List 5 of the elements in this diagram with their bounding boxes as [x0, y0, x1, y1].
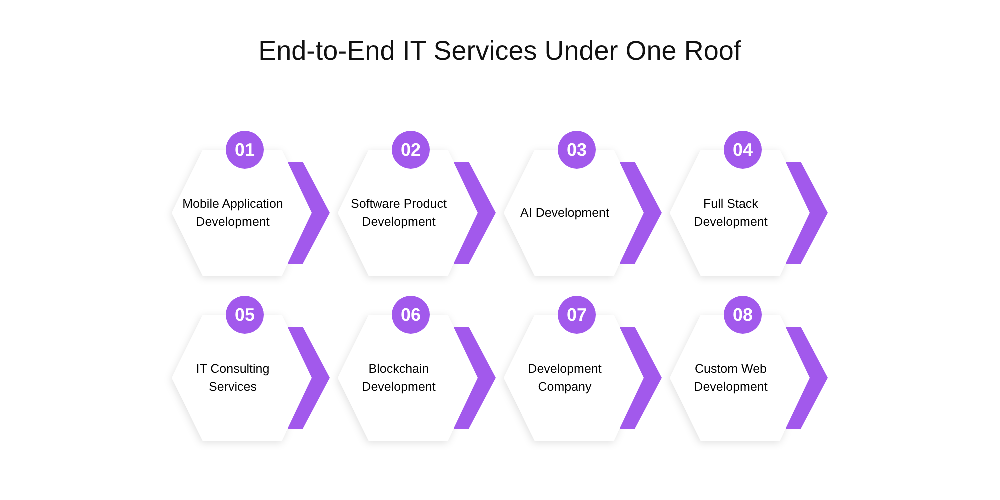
service-label: Blockchain Development [361, 361, 437, 396]
service-label: IT Consulting Services [195, 361, 271, 396]
diagram-title: End-to-End IT Services Under One Roof [258, 36, 742, 66]
service-label: Development Company [527, 361, 603, 396]
service-label: Custom Web Development [693, 361, 769, 396]
